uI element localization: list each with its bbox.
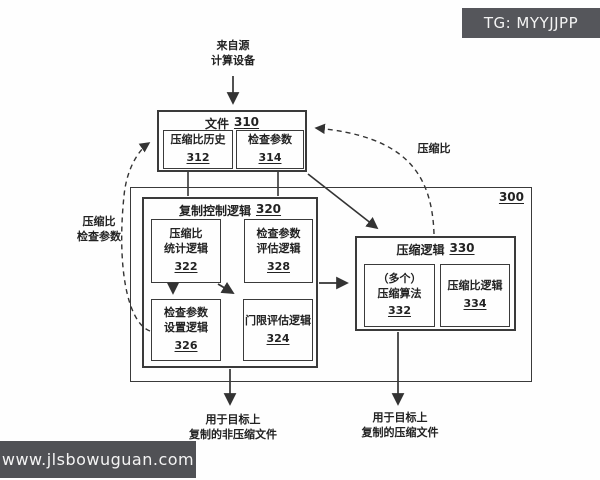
source-device-label: 来自源 计算设备 (211, 39, 255, 68)
param-eval-label: 检查参数 评估逻辑 (256, 227, 301, 256)
outer-box-300: 300 (130, 187, 532, 382)
output-compressed-label: 用于目标上 复制的压缩文件 (361, 411, 439, 440)
ratio-history-number: 312 (186, 151, 210, 164)
ratio-history-box-312: 压缩比历史 312 (163, 130, 233, 169)
ratio-history-label: 压缩比历史 (170, 133, 226, 147)
threshold-eval-label: 门限评估逻辑 (245, 313, 311, 327)
param-set-box-326: 检查参数 设置逻辑 326 (151, 299, 221, 361)
param-eval-box-328: 检查参数 评估逻辑 328 (244, 219, 313, 283)
param-eval-number: 328 (267, 259, 290, 273)
threshold-eval-box-324: 门限评估逻辑 324 (243, 299, 313, 361)
output-uncompressed-label: 用于目标上 复制的非压缩文件 (189, 413, 277, 442)
param-set-number: 326 (174, 338, 198, 352)
compression-logic-box-330: 压缩逻辑 330 （多个） 压缩算法 332 压缩比逻辑 334 (355, 236, 516, 331)
file-box-label: 文件 (204, 117, 229, 131)
compression-logic-title: 压缩逻辑 330 (357, 238, 514, 258)
ratio-logic-box-334: 压缩比逻辑 334 (440, 264, 510, 327)
replication-control-label: 复制控制逻辑 (178, 204, 251, 218)
file-box-number: 310 (233, 115, 260, 129)
ratio-check-params-label: 压缩比 检查参数 (77, 215, 121, 244)
replication-control-number: 320 (255, 202, 282, 216)
outer-box-number: 300 (498, 190, 524, 204)
ratio-stats-box-322: 压缩比 统计逻辑 322 (151, 219, 221, 283)
ratio-logic-label: 压缩比逻辑 (447, 279, 503, 293)
compression-logic-label: 压缩逻辑 (396, 243, 445, 257)
file-box-title: 文件 310 (159, 112, 305, 132)
param-set-label: 检查参数 设置逻辑 (164, 306, 208, 335)
algorithms-label: （多个） 压缩算法 (377, 271, 422, 300)
algorithms-box-332: （多个） 压缩算法 332 (364, 264, 435, 327)
check-params-box-314: 检查参数 314 (236, 130, 304, 169)
check-params-number: 314 (258, 151, 282, 164)
compression-ratio-label: 压缩比 (417, 142, 451, 155)
ratio-stats-number: 322 (174, 259, 198, 273)
file-box-310: 文件 310 压缩比历史 312 检查参数 314 (157, 110, 307, 172)
ratio-stats-label: 压缩比 统计逻辑 (164, 227, 208, 256)
ratio-logic-number: 334 (463, 297, 487, 310)
telegram-watermark: TG: MYYJJPP (462, 8, 600, 38)
replication-control-box-320: 复制控制逻辑 320 压缩比 统计逻辑 322 检查参数 评估逻辑 328 检查… (142, 197, 318, 368)
compression-logic-number: 330 (449, 241, 475, 255)
replication-control-title: 复制控制逻辑 320 (144, 199, 316, 219)
threshold-eval-number: 324 (266, 331, 290, 345)
url-watermark: www.jlsbowuguan.com (0, 441, 196, 478)
check-params-label: 检查参数 (248, 133, 292, 147)
algorithms-number: 332 (388, 304, 411, 318)
